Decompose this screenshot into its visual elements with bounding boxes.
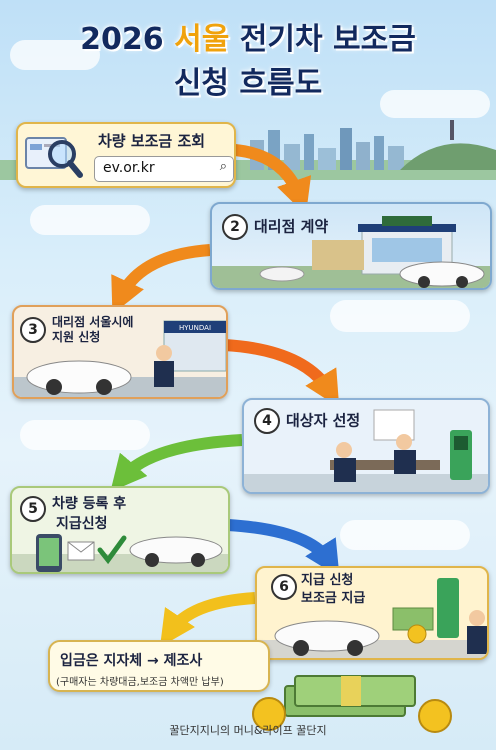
arrow-step6-to-final — [160, 592, 256, 647]
arrow-step1-to-2 — [234, 144, 312, 215]
dealership-illustration — [212, 216, 490, 288]
arrow-step2-to-3 — [111, 244, 211, 315]
step-3-line1: 대리점 서울시에 — [52, 315, 134, 329]
step-6-label: 지급 신청 보조금 지급 — [301, 572, 365, 608]
step-3-number: 3 — [20, 317, 46, 343]
money-stack-illustration — [252, 675, 452, 733]
step-5-line1: 차량 등록 후 — [52, 496, 127, 512]
meeting-illustration — [244, 409, 488, 492]
step-4-card: 4 대상자 선정 — [242, 398, 490, 494]
cloud — [330, 300, 470, 332]
step-1-label: 차량 보조금 조회 — [98, 132, 206, 150]
arrow-step3-to-4 — [224, 339, 340, 408]
title-year: 2026 — [80, 22, 164, 57]
step-2-number: 2 — [222, 214, 248, 240]
step-6-card: 6 지급 신청 보조금 지급 — [255, 566, 489, 660]
step-3-card: HYUNDAI 3 대리점 서울시에 지원 신청 — [12, 305, 228, 399]
step-3-line2: 지원 신청 — [52, 330, 101, 344]
step-2-label: 2 대리점 계약 — [222, 214, 328, 240]
step-5-number: 5 — [20, 496, 46, 522]
final-note-main: 입금은 지자체 → 제조사 — [60, 653, 203, 669]
final-note-box: 입금은 지자체 → 제조사 (구매자는 차량대금,보조금 차액만 납부) — [48, 640, 270, 692]
step-4-label: 4 대상자 선정 — [254, 408, 360, 434]
step-6-line1: 지급 신청 — [301, 573, 354, 588]
cloud — [340, 520, 470, 550]
dealer-illustration: HYUNDAI — [14, 320, 226, 397]
cloud — [380, 90, 490, 118]
footer-credit: 꿀단지지니의 머니&라이프 꿀단지 — [169, 724, 327, 737]
step-4-number: 4 — [254, 408, 280, 434]
step-6-line2: 보조금 지급 — [301, 591, 366, 606]
magnifier-icon — [25, 137, 83, 178]
cloud — [20, 420, 150, 450]
url-text: ev.or.kr — [103, 160, 155, 176]
step-5-card: 5 차량 등록 후 지급신청 — [10, 486, 230, 574]
step-6-number: 6 — [271, 574, 297, 600]
step-4-text: 대상자 선정 — [286, 411, 361, 430]
url-search-bar: ev.or.kr ⌕ — [94, 156, 234, 182]
cloud — [10, 40, 100, 70]
store-sign: HYUNDAI — [179, 324, 211, 332]
arrow-step5-to-6 — [227, 519, 340, 578]
step-5-line2: 지급신청 — [56, 516, 108, 532]
title-rest: 전기차 보조금 — [239, 22, 416, 57]
step-2-card: 2 대리점 계약 — [210, 202, 492, 290]
registration-illustration — [12, 534, 228, 572]
payment-illustration — [257, 578, 487, 658]
cloud — [30, 205, 150, 235]
page-subtitle: 신청 흐름도 — [173, 66, 323, 101]
step-5-label: 차량 등록 후 지급신청 — [52, 494, 126, 534]
step-1-card: 차량 보조금 조회 ev.or.kr ⌕ — [16, 122, 236, 188]
search-icon: ⌕ — [219, 159, 227, 174]
final-note-sub: (구매자는 차량대금,보조금 차액만 납부) — [56, 677, 224, 688]
page-title: 2026 서울 전기차 보조금 — [0, 14, 496, 58]
title-city: 서울 — [174, 22, 230, 57]
step-3-label: 대리점 서울시에 지원 신청 — [52, 315, 133, 345]
arrow-step4-to-5 — [110, 434, 243, 492]
step-2-text: 대리점 계약 — [254, 217, 329, 236]
